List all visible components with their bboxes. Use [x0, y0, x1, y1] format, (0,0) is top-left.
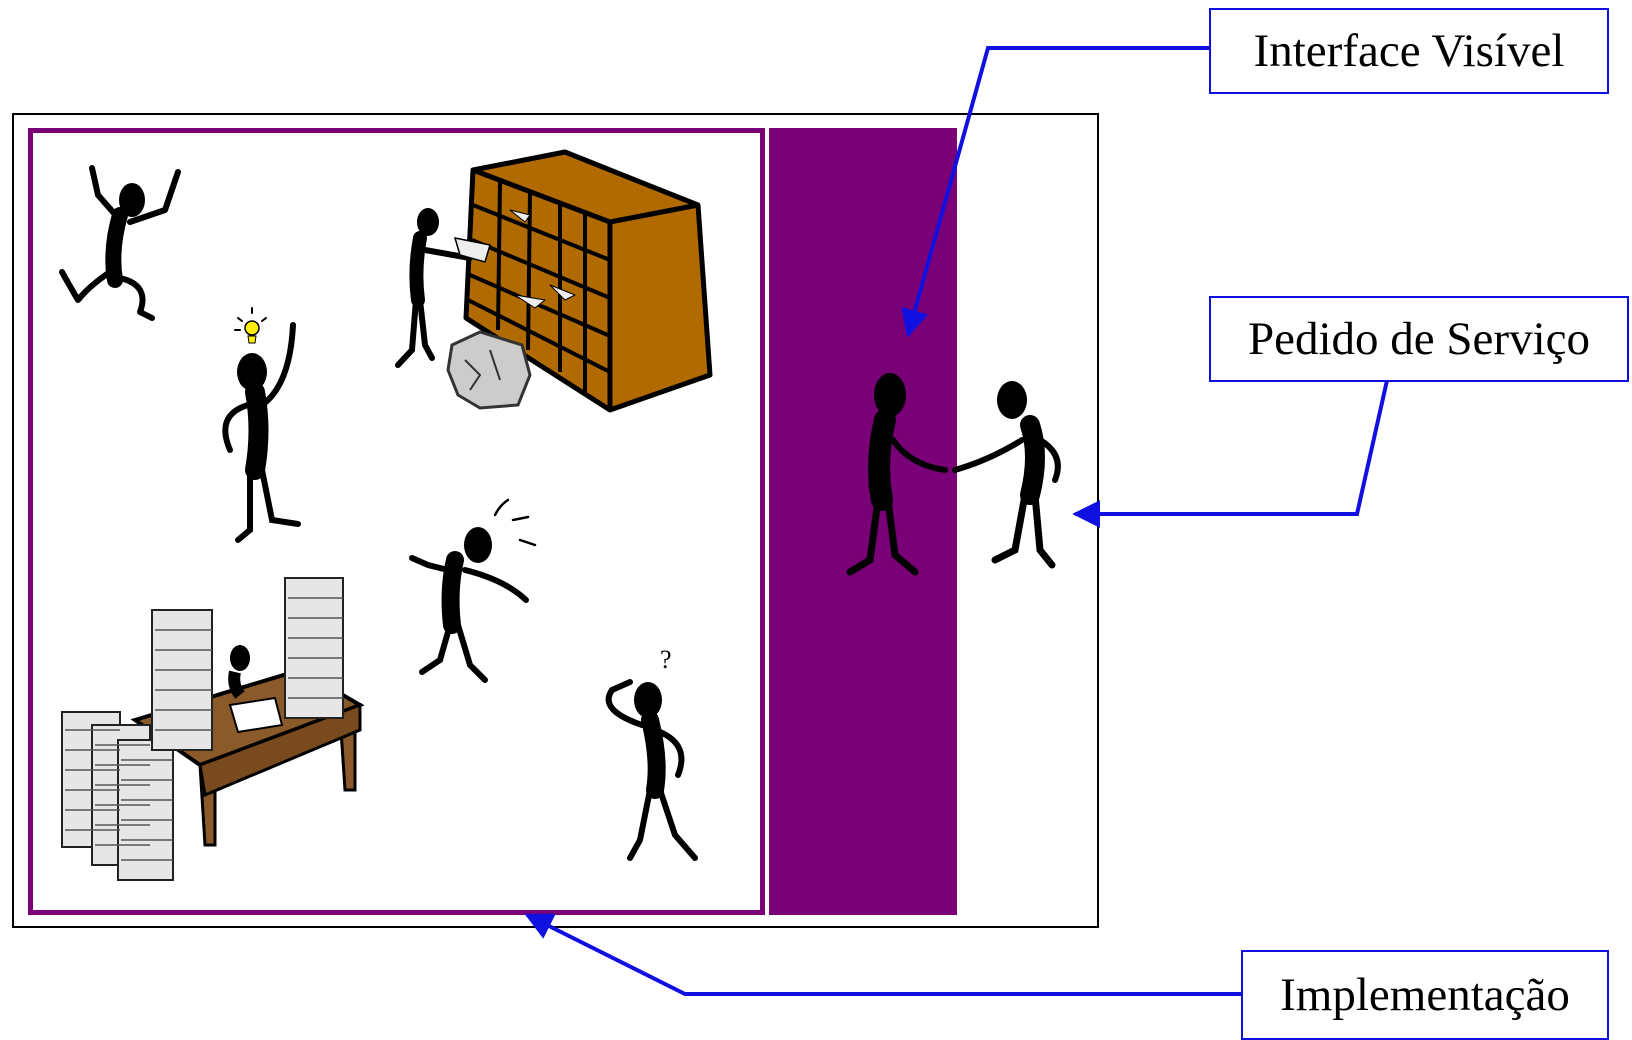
jumping-person-icon — [59, 165, 181, 321]
paper-stack-middle — [151, 609, 213, 751]
implementacao-label: Implementação — [1241, 950, 1609, 1040]
interface-visivel-label: Interface Visível — [1209, 8, 1609, 94]
filing-cabinet-icon — [463, 149, 713, 413]
requester-person-icon — [952, 381, 1061, 569]
paper-stack-left — [61, 711, 174, 881]
question-person-icon: ? — [605, 645, 698, 861]
interface-band — [769, 128, 957, 915]
idea-person-icon — [222, 307, 301, 543]
pedido-arrow — [1072, 375, 1390, 528]
filing-person-icon — [395, 208, 491, 368]
crumpled-paper-icon — [446, 330, 532, 410]
implementacao-text: Implementação — [1280, 969, 1570, 1021]
confused-person-icon — [409, 498, 537, 683]
paper-stack-right — [284, 577, 344, 719]
implementation-box — [28, 128, 765, 915]
pedido-de-servico-text: Pedido de Serviço — [1248, 313, 1590, 365]
desk-with-paper-stacks-icon — [61, 577, 365, 881]
question-mark-text: ? — [660, 645, 672, 674]
interface-person-icon — [846, 373, 948, 576]
pedido-de-servico-label: Pedido de Serviço — [1209, 296, 1629, 382]
connector-arrows — [524, 46, 1390, 996]
interface-arrow — [901, 46, 1209, 338]
implementacao-arrow — [524, 913, 1241, 996]
interface-visivel-text: Interface Visível — [1253, 25, 1565, 77]
